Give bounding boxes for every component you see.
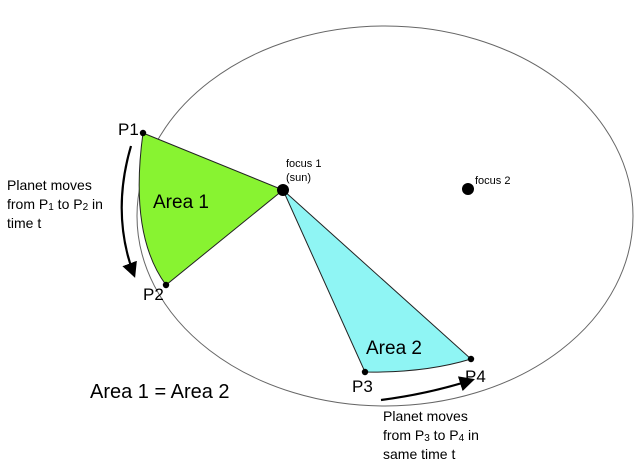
area-2-label: Area 2 bbox=[366, 338, 422, 359]
note-bottom-line-2: from P3 to P4 in bbox=[383, 427, 479, 444]
focus-1-label: focus 1 bbox=[286, 158, 321, 170]
focus-2-label: focus 2 bbox=[475, 175, 510, 187]
area-1-label: Area 1 bbox=[153, 192, 209, 213]
point-p2-label: P2 bbox=[143, 285, 164, 304]
note-bottom-line-1: Planet moves bbox=[383, 408, 468, 424]
note-left-line-3: time t bbox=[7, 215, 41, 231]
note-left-line-1: Planet moves bbox=[7, 177, 92, 193]
point-p3-label: P3 bbox=[352, 377, 373, 396]
orbit-ellipse bbox=[136, 25, 634, 407]
point-p1-marker bbox=[139, 129, 147, 137]
motion-arrow-p3-p4 bbox=[380, 376, 475, 402]
point-p4-marker bbox=[467, 355, 475, 363]
point-p3-marker bbox=[361, 368, 369, 376]
area-equation: Area 1 = Area 2 bbox=[90, 381, 230, 403]
point-p2-marker bbox=[162, 281, 170, 289]
point-p4-label: P4 bbox=[465, 367, 486, 386]
note-left-line-2: from P1 to P2 in bbox=[7, 196, 103, 213]
motion-arrow-p1-p2 bbox=[120, 145, 137, 278]
focus-1-sun-marker bbox=[277, 184, 289, 196]
focus-1-sun-label: (sun) bbox=[286, 172, 311, 184]
note-bottom-line-3: same time t bbox=[383, 446, 455, 462]
area-1-wedge bbox=[138, 132, 284, 286]
focus-2-marker bbox=[462, 183, 474, 195]
point-p1-label: P1 bbox=[118, 120, 139, 139]
area-2-wedge bbox=[282, 189, 472, 373]
